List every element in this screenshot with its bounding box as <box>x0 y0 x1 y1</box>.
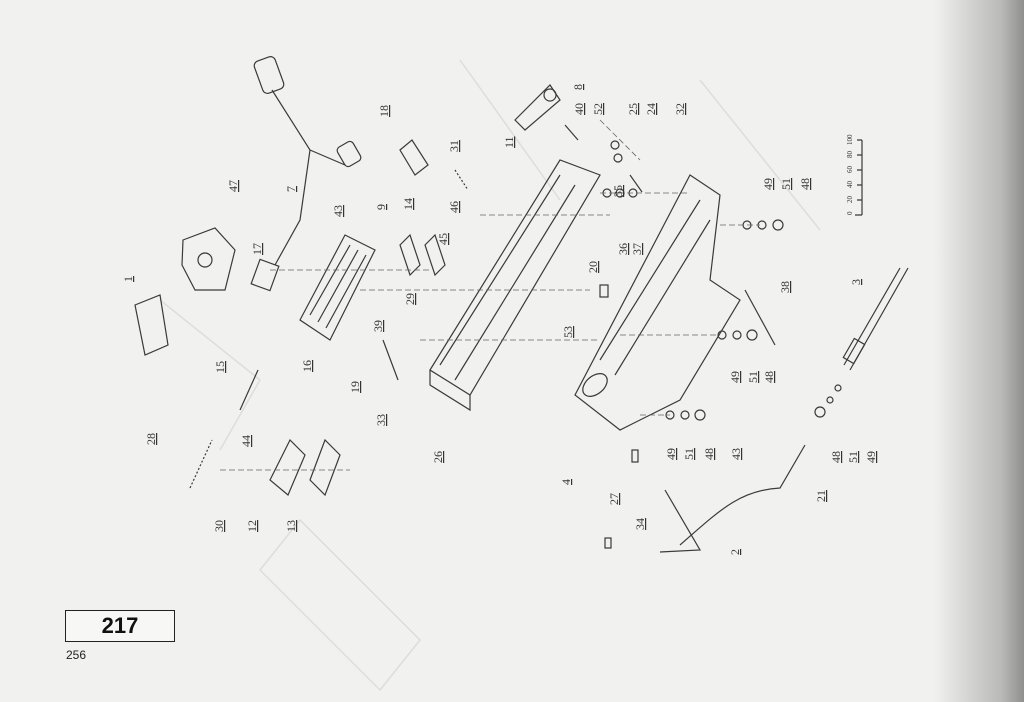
part-callout-29: 29 <box>403 293 417 305</box>
part-callout-47: 47 <box>226 180 240 192</box>
part-callout-11: 11 <box>502 136 516 148</box>
assembly-lines <box>220 119 760 471</box>
part-callout-49: 49 <box>728 371 742 383</box>
part-callout-17: 17 <box>250 243 264 255</box>
part-callout-2: 2 <box>728 549 742 555</box>
lever-handle <box>253 56 362 266</box>
part-callout-44: 44 <box>239 435 253 447</box>
part-callout-15: 15 <box>213 361 227 373</box>
part-callout-1: 1 <box>121 276 135 282</box>
part-callout-37: 37 <box>630 243 644 255</box>
part-callout-49: 49 <box>761 178 775 190</box>
part-callout-34: 34 <box>633 518 647 530</box>
part-callout-19: 19 <box>348 381 362 393</box>
part-callout-35: 35 <box>611 185 625 197</box>
part-callout-8: 8 <box>571 84 585 90</box>
adjust-shaft <box>842 267 909 371</box>
seat-rail-upper <box>429 159 601 412</box>
brackets <box>269 139 446 497</box>
part-callout-18: 18 <box>377 105 391 117</box>
part-callout-48: 48 <box>702 448 716 460</box>
part-callout-43: 43 <box>729 448 743 460</box>
part-callout-46: 46 <box>447 201 461 213</box>
part-callout-52: 52 <box>591 103 605 115</box>
figure-number-box: 217 <box>65 610 175 642</box>
part-callout-28: 28 <box>144 433 158 445</box>
release-cable <box>659 444 806 553</box>
part-callout-13: 13 <box>284 520 298 532</box>
seat-frame-lower <box>574 174 741 431</box>
part-callout-48: 48 <box>829 451 843 463</box>
scale-tick: 40 <box>846 181 854 189</box>
springs-and-pins <box>189 124 776 549</box>
part-callout-38: 38 <box>778 281 792 293</box>
part-callout-36: 36 <box>616 243 630 255</box>
part-callout-51: 51 <box>846 451 860 463</box>
washers <box>602 140 842 421</box>
part-callout-32: 32 <box>673 103 687 115</box>
bleed-through-ghost <box>159 59 821 692</box>
part-callout-33: 33 <box>374 414 388 426</box>
part-callout-31: 31 <box>447 140 461 152</box>
part-callout-53: 53 <box>561 326 575 338</box>
part-callout-20: 20 <box>586 261 600 273</box>
part-callout-4: 4 <box>559 479 573 485</box>
scale-bar: 0 20 40 60 80 100 <box>846 134 863 216</box>
part-callout-51: 51 <box>746 371 760 383</box>
part-callout-7: 7 <box>284 186 298 192</box>
cover-cap <box>134 294 169 356</box>
part-callout-39: 39 <box>371 320 385 332</box>
page-number: 256 <box>66 648 87 662</box>
part-callout-26: 26 <box>431 451 445 463</box>
part-callout-51: 51 <box>779 178 793 190</box>
part-callout-14: 14 <box>401 198 415 210</box>
slide-plate <box>299 234 376 341</box>
scale-tick: 60 <box>846 166 854 174</box>
part-callout-16: 16 <box>300 360 314 372</box>
lever-arm <box>514 84 561 131</box>
part-callout-48: 48 <box>798 178 812 190</box>
part-callout-43: 43 <box>331 205 345 217</box>
part-callout-45: 45 <box>436 233 450 245</box>
part-callout-30: 30 <box>212 520 226 532</box>
part-callout-9: 9 <box>374 204 388 210</box>
page-edge-shadow <box>934 0 1024 702</box>
part-callout-12: 12 <box>245 520 259 532</box>
part-callout-48: 48 <box>762 371 776 383</box>
latch-block <box>181 227 280 292</box>
part-callout-51: 51 <box>682 448 696 460</box>
scale-tick: 80 <box>846 151 854 159</box>
part-callout-49: 49 <box>664 448 678 460</box>
part-callout-27: 27 <box>607 493 621 505</box>
part-callout-24: 24 <box>644 103 658 115</box>
scale-tick: 20 <box>846 196 854 204</box>
part-callout-25: 25 <box>626 103 640 115</box>
scale-tick: 0 <box>846 211 854 215</box>
part-callout-3: 3 <box>849 279 863 285</box>
part-callout-49: 49 <box>864 451 878 463</box>
part-callout-21: 21 <box>814 490 828 502</box>
scale-tick: 100 <box>846 134 854 145</box>
part-callout-40: 40 <box>572 103 586 115</box>
